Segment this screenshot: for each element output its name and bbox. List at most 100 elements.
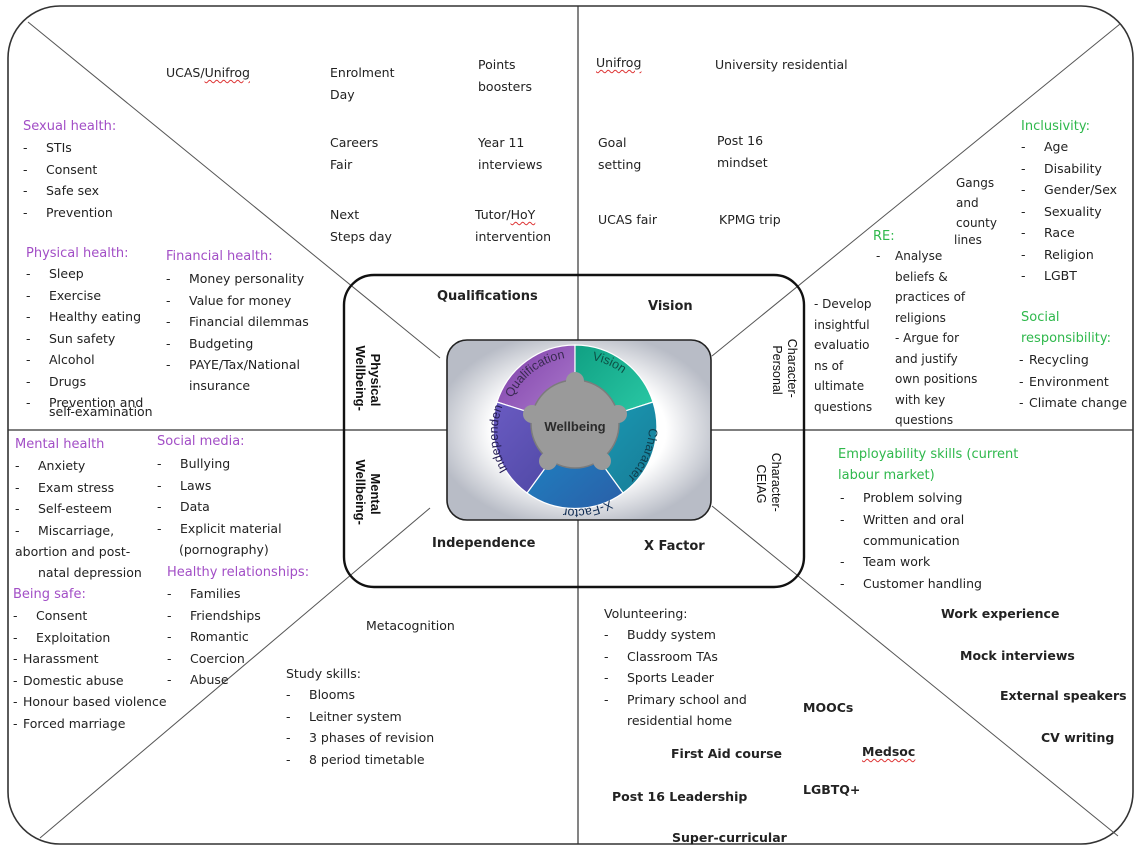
heading-healthy-relationships: Healthy relationships: (167, 565, 310, 580)
list-item: Written and oral (840, 509, 964, 531)
heading-physical-health: Physical health: (26, 246, 129, 261)
list-mental-health: Anxiety Exam stress Self-esteem Miscarri… (15, 455, 114, 541)
label-character-ceiag: Character- CEIAG (754, 453, 783, 516)
list-item: Anxiety (15, 455, 114, 477)
item-gangs-lines: lines (954, 233, 982, 247)
list-item: LGBT (1021, 265, 1117, 287)
list-sexual-health: STIs Consent Safe sex Prevention (23, 137, 113, 223)
list-social-responsibility: Recycling Environment Climate change (1019, 349, 1127, 414)
label-wellbeing-mental: Wellbeing- Mental (353, 459, 383, 528)
item-work-experience: Work experience (941, 606, 1060, 621)
diagonal-bottom-right (711, 505, 1119, 837)
list-item: Coercion (167, 648, 261, 670)
list-item: Alcohol (26, 349, 143, 371)
list-being-safe-cont: Harassment Domestic abuse Honour based v… (13, 648, 167, 734)
label-wellbeing-physical: Wellbeing- Physical (353, 345, 383, 414)
list-item: 3 phases of revision (286, 727, 434, 749)
item-first-aid-course: First Aid course (671, 746, 782, 761)
outer-border (7, 5, 1134, 845)
list-item: Blooms (286, 684, 434, 706)
label-x-factor: X Factor (644, 539, 705, 554)
list-item: Exam stress (15, 477, 114, 499)
diagonal-top-right (711, 23, 1121, 357)
re-text: Analyse beliefs & practices of religions… (895, 249, 978, 427)
list-being-safe: Consent Exploitation (13, 605, 110, 648)
list-item: Explicit material (157, 518, 282, 540)
list-item: Bullying (157, 453, 282, 475)
hub-label: Wellbeing (544, 419, 605, 434)
list-item: Healthy eating (26, 306, 143, 328)
label-independence: Independence (432, 536, 536, 551)
list-item: Sun safety (26, 328, 143, 350)
inner-box (342, 273, 806, 589)
list-item: 8 period timetable (286, 749, 434, 771)
label-qualifications: Qualifications (437, 289, 538, 304)
list-item: Budgeting (166, 333, 309, 355)
list-item: Buddy system (604, 624, 747, 646)
list-item-continuation: abortion and post- (15, 544, 131, 559)
list-item: STIs (23, 137, 113, 159)
list-physical-health: Sleep Exercise Healthy eating Sun safety… (26, 263, 143, 414)
list-item: Religion (1021, 244, 1117, 266)
label-vision: Vision (648, 299, 693, 314)
list-item: Drugs (26, 371, 143, 393)
list-item: Forced marriage (13, 713, 167, 735)
list-social-media: Bullying Laws Data Explicit material (157, 453, 282, 539)
list-item-continuation: self-examination (49, 404, 153, 419)
heading-mental-health: Mental health (15, 437, 105, 452)
item-post16-leadership: Post 16 Leadership (612, 789, 748, 804)
item-cv-writing: CV writing (1041, 730, 1115, 745)
list-item: Families (167, 583, 261, 605)
list-item: Recycling (1019, 349, 1127, 371)
item-medsoc: Medsoc (862, 744, 916, 759)
list-item: Primary school and (604, 689, 747, 711)
item-ucas-fair: UCAS fair (598, 212, 658, 227)
list-item: Problem solving (840, 487, 964, 509)
item-super-curricular: Super-curricular (672, 830, 787, 845)
list-item: Sports Leader (604, 667, 747, 689)
list-item: Self-esteem (15, 498, 114, 520)
list-item: Exercise (26, 285, 143, 307)
list-employability: Problem solving Written and oral (840, 487, 964, 530)
list-item: Data (157, 496, 282, 518)
list-item: Laws (157, 475, 282, 497)
label-character-personal: Character- Personal (770, 339, 799, 402)
item-develop-evaluations: - Develop insightful evaluatio ns of ult… (814, 297, 873, 414)
list-item: Disability (1021, 158, 1117, 180)
list-item: Friendships (167, 605, 261, 627)
item-metacognition: Metacognition (366, 618, 455, 633)
list-item: Race (1021, 222, 1117, 244)
list-item: Exploitation (13, 627, 110, 649)
item-moocs: MOOCs (803, 700, 854, 715)
list-item: Financial dilemmas (166, 311, 309, 333)
item-mock-interviews: Mock interviews (960, 648, 1075, 663)
list-item: Abuse (167, 669, 261, 691)
list-item: Classroom TAs (604, 646, 747, 668)
list-item-continuation: residential home (627, 713, 733, 728)
list-healthy-relationships: Families Friendships Romantic Coercion A… (167, 583, 261, 691)
item-external-speakers: External speakers (1000, 688, 1127, 703)
list-item: Consent (13, 605, 110, 627)
list-item: Safe sex (23, 180, 113, 202)
list-item: Environment (1019, 371, 1127, 393)
diagonal-top-left (27, 21, 441, 359)
re-dash: - (876, 249, 881, 263)
list-item: Harassment (13, 648, 167, 670)
heading-being-safe: Being safe: (13, 587, 86, 602)
item-ucas-unifrog: UCAS/Unifrog (166, 65, 250, 80)
list-item: Romantic (167, 626, 261, 648)
list-item: Customer handling (840, 573, 982, 595)
item-lgbtq: LGBTQ+ (803, 782, 861, 797)
list-item: Sexuality (1021, 201, 1117, 223)
list-item: PAYE/Tax/National (166, 354, 309, 376)
list-item: Age (1021, 136, 1117, 158)
list-item-continuation: insurance (189, 378, 251, 393)
list-volunteering: Buddy system Classroom TAs Sports Leader… (604, 624, 747, 710)
